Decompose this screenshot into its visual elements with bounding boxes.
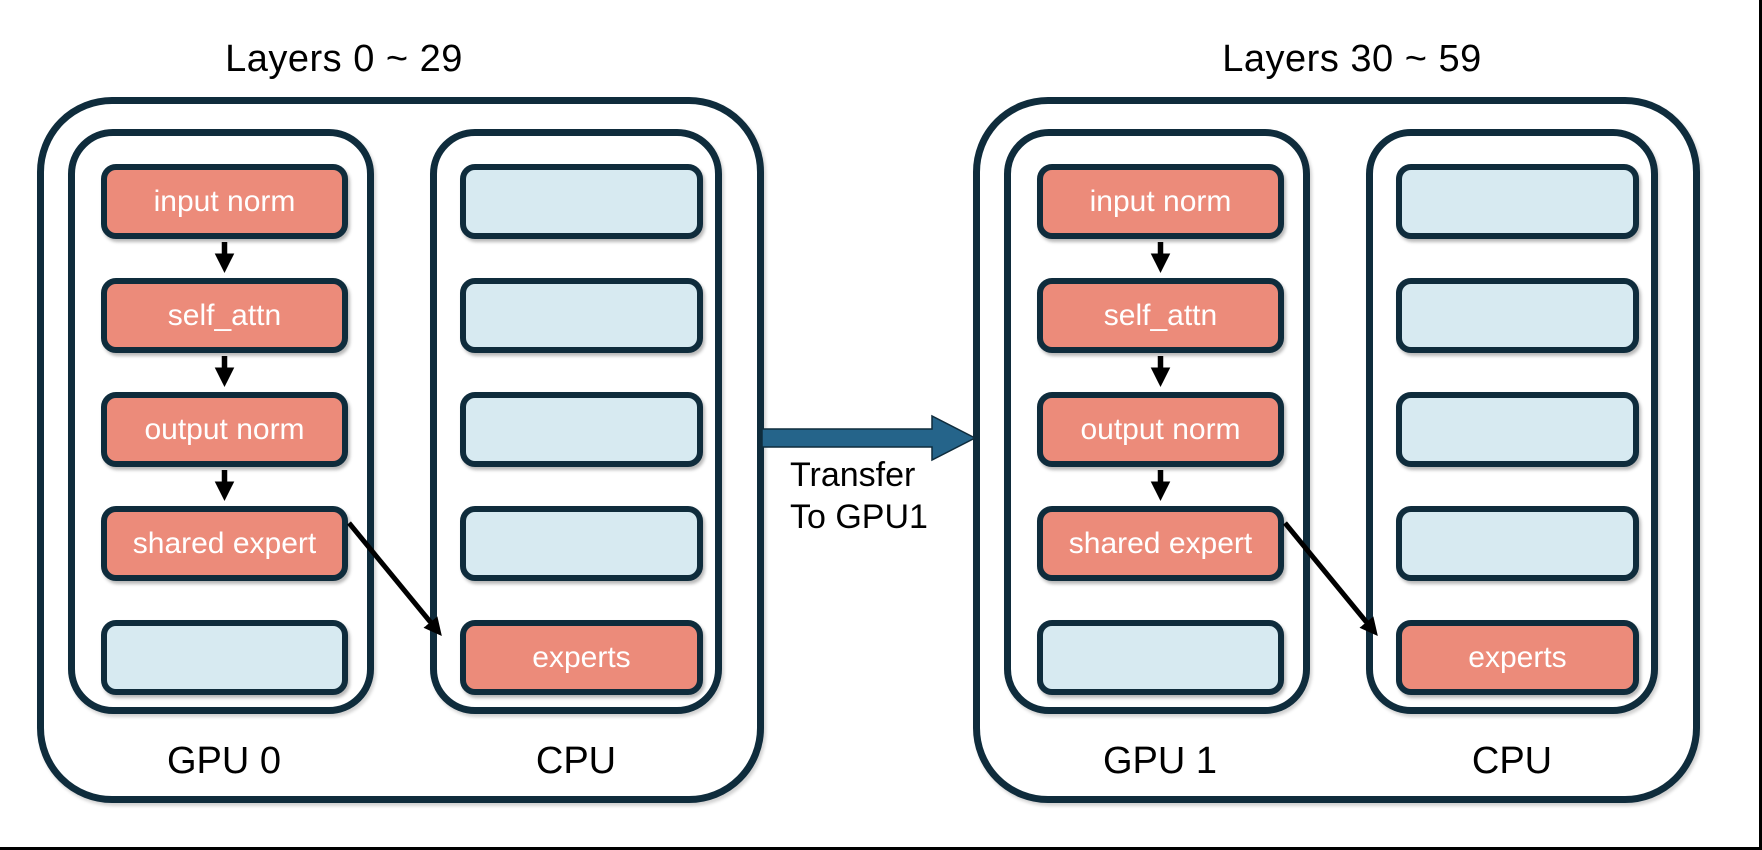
cpu1-block-empty-1 [1396, 164, 1639, 239]
gpu0-block-shared-expert: shared expert [101, 506, 348, 581]
cpu0-block-empty-3 [460, 392, 703, 467]
gpu0-block-self-attn: self_attn [101, 278, 348, 353]
cpu0-block-empty-1 [460, 164, 703, 239]
gpu1-block-empty [1037, 620, 1284, 695]
gpu1-block-self-attn: self_attn [1037, 278, 1284, 353]
cpu0-block-experts: experts [460, 620, 703, 695]
cpu0-label: CPU [535, 740, 617, 782]
layer-group-0: Layers 0 ~ 29 input norm self_attn outpu… [37, 0, 772, 850]
group-title-layers-0-29: Layers 0 ~ 29 [225, 38, 463, 80]
layer-group-1: Layers 30 ~ 59 input norm self_attn outp… [973, 0, 1708, 850]
gpu1-block-input-norm: input norm [1037, 164, 1284, 239]
gpu0-block-input-norm: input norm [101, 164, 348, 239]
gpu1-label: GPU 1 [1102, 740, 1218, 782]
cpu1-label: CPU [1471, 740, 1553, 782]
gpu0-block-empty [101, 620, 348, 695]
transfer-label-line2: To GPU1 [790, 498, 928, 536]
gpu1-block-output-norm: output norm [1037, 392, 1284, 467]
group-title-layers-30-59: Layers 30 ~ 59 [1222, 38, 1482, 80]
cpu0-block-empty-2 [460, 278, 703, 353]
cpu1-block-empty-3 [1396, 392, 1639, 467]
screenshot-right-edge [1759, 0, 1762, 850]
cpu1-block-empty-4 [1396, 506, 1639, 581]
gpu1-block-shared-expert: shared expert [1037, 506, 1284, 581]
gpu0-block-output-norm: output norm [101, 392, 348, 467]
transfer-label: Transfer To GPU1 [790, 454, 928, 538]
cpu1-block-experts: experts [1396, 620, 1639, 695]
cpu0-block-empty-4 [460, 506, 703, 581]
transfer-label-line1: Transfer [790, 456, 916, 494]
cpu1-block-empty-2 [1396, 278, 1639, 353]
gpu0-label: GPU 0 [166, 740, 282, 782]
screenshot-bottom-edge [0, 847, 1762, 850]
